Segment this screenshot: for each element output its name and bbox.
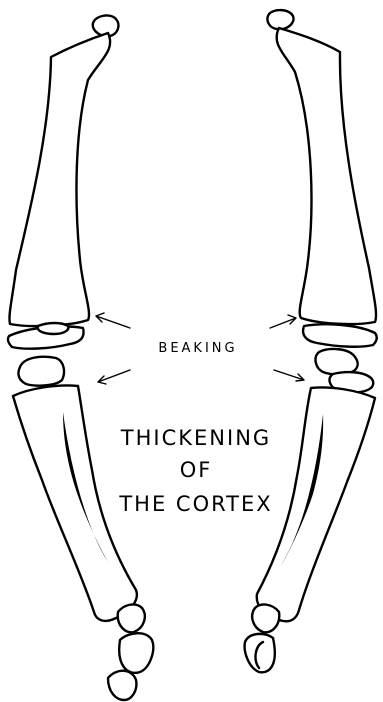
- thickening-label-line3: THE CORTEX: [118, 492, 272, 516]
- right-limb: [245, 10, 377, 672]
- arrow-lower-right: [274, 370, 304, 381]
- left-limb: [8, 16, 153, 700]
- thickening-label-line1: THICKENING: [120, 426, 271, 450]
- left-lower-bone: [13, 385, 137, 620]
- right-top-epiphysis: [267, 10, 293, 29]
- left-upper-bone: [9, 33, 110, 326]
- arrow-upper-right: [270, 315, 296, 328]
- thickening-label-line2: OF: [180, 458, 213, 482]
- right-distal-bone-1: [252, 605, 279, 633]
- left-round-ossicle: [18, 357, 64, 386]
- arrow-lower-left: [98, 370, 130, 384]
- left-distal-bone-3: [108, 671, 136, 700]
- arrow-upper-left: [96, 313, 130, 328]
- left-distal-bone-2: [119, 633, 153, 673]
- left-distal-bone-1: [118, 605, 145, 633]
- right-upper-ossicle: [316, 349, 358, 374]
- beaking-label: BEAKING: [158, 341, 237, 356]
- left-upper-ossicle: [38, 323, 69, 334]
- right-lower-bone: [257, 387, 375, 621]
- right-upper-bone: [277, 28, 376, 324]
- right-upper-growth-plate: [303, 324, 377, 347]
